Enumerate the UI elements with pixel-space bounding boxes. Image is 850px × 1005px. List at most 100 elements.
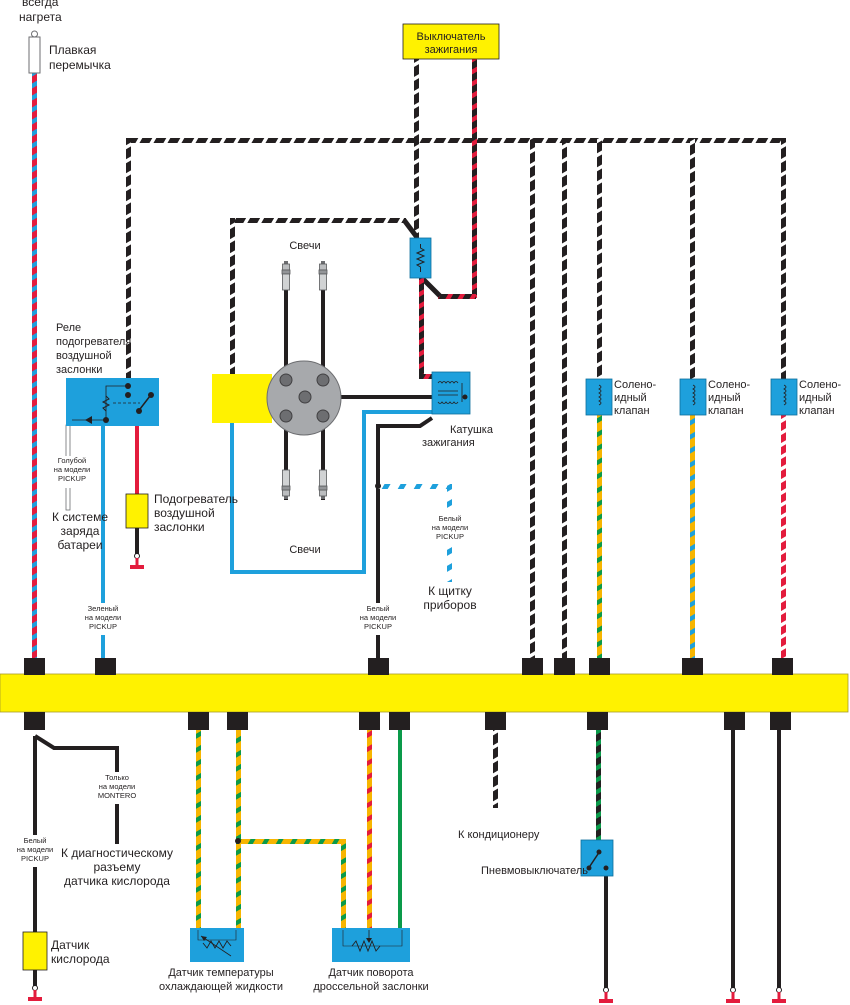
label-diagnostic-connector: датчика кислорода (64, 874, 170, 888)
label-oxygen-sensor: Датчик (51, 938, 90, 952)
label-coolant-sensor: охлаждающей жидкости (159, 981, 283, 993)
label-green-pickup-note: Зеленый (88, 604, 119, 613)
label-solenoid-valve-2: Солено- (708, 379, 751, 391)
coolant-temperature-sensor (190, 928, 244, 962)
wire-drop-solenoid-3 (781, 138, 786, 380)
label-always-hot: всегда (22, 0, 59, 9)
connector-pin (389, 712, 410, 730)
wire-tps-signal (367, 730, 372, 930)
connector-pin (368, 658, 389, 675)
throttle-position-sensor (332, 928, 410, 962)
label-instrument-panel: приборов (423, 598, 476, 612)
solenoid-valve-1 (585, 378, 613, 416)
label-charging-system: батареи (57, 538, 102, 552)
label-charging-system: заряда (61, 524, 100, 538)
connector-pin (770, 712, 791, 730)
wire-resistor-to-coil-h (419, 374, 435, 379)
connector-pin (24, 658, 45, 675)
label-spark-plugs-bottom: Свечи (289, 544, 320, 556)
label-instrument-panel: К щитку (428, 584, 472, 598)
junction-dot (375, 483, 381, 489)
label-white-pickup-note: Белый (24, 836, 47, 845)
label-montero-note: MONTERO (98, 791, 136, 800)
wire-distributor-feed-v (230, 218, 235, 376)
wire-ac (493, 730, 498, 808)
wire-tps-branch-h (236, 839, 346, 844)
label-white-pickup-note: на модели (432, 523, 468, 532)
spark-plug-icon (281, 260, 291, 291)
label-white-pickup-note: PICKUP (436, 532, 464, 541)
connector-pin (589, 658, 610, 675)
wire-fusible-link (32, 72, 37, 660)
pressure-switch (580, 839, 614, 877)
label-white-pickup-note: на модели (360, 613, 396, 622)
ground-icon (27, 985, 43, 1002)
connector-pin (359, 712, 380, 730)
label-white-pickup-note: Белый (439, 514, 462, 523)
label-solenoid-valve-1: идный (614, 392, 647, 404)
ground-icon (129, 553, 145, 570)
wire-solenoid-3-lower (781, 414, 786, 660)
label-fusible-link: перемычка (49, 58, 111, 72)
wire-drop-solenoid-1 (597, 138, 602, 380)
oxygen-sensor (22, 931, 48, 971)
wire-ignition-switch-black (414, 58, 419, 240)
spark-plug-icon (318, 260, 328, 291)
label-blue-pickup-note: Голубой (58, 456, 86, 465)
wire-ignition-red-v (472, 58, 477, 298)
label-fusible-link: Плавкая (49, 43, 96, 57)
label-white-pickup-note: PICKUP (364, 622, 392, 631)
connector-pin (24, 712, 45, 730)
label-solenoid-valve-3: Солено- (799, 379, 842, 391)
wire-blue-loop (230, 410, 432, 574)
wire-drop-solenoid-2 (690, 138, 695, 380)
ignition-switch (402, 23, 500, 60)
connector-pin (95, 658, 116, 675)
label-solenoid-valve-3: клапан (799, 405, 835, 417)
label-white-pickup-note: PICKUP (21, 854, 49, 863)
wire-coolant-1 (196, 730, 201, 930)
wire-solenoid-1-lower (597, 414, 602, 660)
air-heater-relay (66, 378, 159, 426)
bottom-connector-pins (24, 712, 791, 730)
solenoid-valve-2 (679, 378, 707, 416)
label-montero-note: Только (105, 773, 129, 782)
label-ignition-coil: Катушка (450, 424, 494, 436)
connector-pin (522, 658, 543, 675)
label-air-heater: воздушной (154, 506, 215, 520)
air-heater (125, 493, 149, 529)
label-solenoid-valve-3: идный (799, 392, 832, 404)
wire-tps-branch-v (341, 839, 346, 930)
label-coolant-sensor: Датчик температуры (168, 967, 273, 979)
label-blue-pickup-note: на модели (54, 465, 90, 474)
wire-distributor-feed-h (230, 218, 406, 223)
label-relay: заслонки (56, 364, 102, 376)
label-solenoid-valve-2: клапан (708, 405, 744, 417)
label-relay: Реле (56, 322, 81, 334)
connector-pin (554, 658, 575, 675)
wire-pressure-switch (596, 730, 601, 840)
label-spark-plugs-top: Свечи (289, 240, 320, 252)
label-montero-note: на модели (99, 782, 135, 791)
wire-ignition-red-diag (420, 276, 442, 298)
wire-drop-2 (562, 138, 567, 660)
wire-resistor-to-coil (419, 278, 424, 378)
wire-drop-1 (530, 138, 535, 660)
wire-coil-black (376, 416, 434, 660)
label-charging-system: К системе (52, 510, 108, 524)
ground-icon (771, 987, 787, 1004)
connector-pin (682, 658, 703, 675)
wire-relay-feed (126, 138, 131, 386)
wire-solenoid-2-lower (690, 414, 695, 660)
label-throttle-sensor: дроссельной заслонки (313, 981, 428, 993)
label-ignition-coil: зажигания (422, 437, 475, 449)
label-diagnostic-connector: разъему (93, 860, 140, 874)
connector-pin (188, 712, 209, 730)
label-solenoid-valve-1: клапан (614, 405, 650, 417)
label-diagnostic-connector: К диагностическому (61, 846, 173, 860)
connector-pin (485, 712, 506, 730)
label-relay: подогревателя (56, 336, 131, 348)
label-air-heater: Подогреватель (154, 492, 238, 506)
junction-dot (235, 838, 241, 844)
